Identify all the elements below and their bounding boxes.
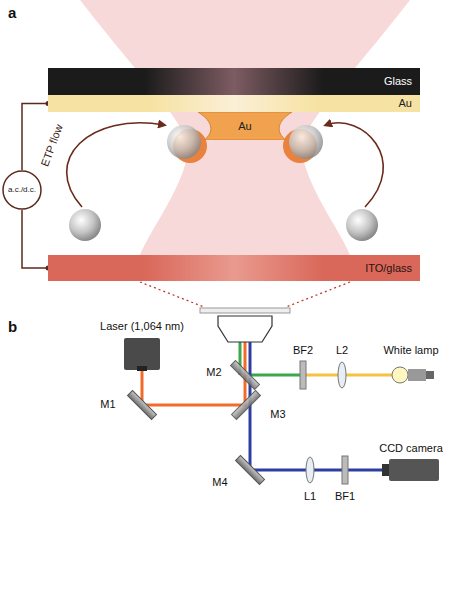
lens — [306, 457, 314, 483]
mirror — [236, 456, 265, 485]
part-label: M1 — [100, 398, 115, 411]
laser-cone — [80, 0, 410, 255]
orange-beam — [142, 404, 246, 407]
trapped-particle — [167, 125, 201, 159]
pad-shape — [198, 112, 292, 140]
node-text: a.c./d.c. — [8, 185, 36, 194]
yellow-beam — [306, 374, 392, 377]
dotted-guide — [140, 282, 204, 307]
part-label: M2 — [206, 366, 221, 379]
lamp-end — [426, 371, 434, 379]
particle — [346, 209, 378, 241]
filter — [342, 456, 348, 484]
particle — [69, 209, 101, 241]
mirror — [128, 391, 157, 420]
camera-body — [389, 459, 439, 481]
panel-letter: a — [8, 4, 16, 21]
ito-layer: ITO/glass — [48, 255, 420, 281]
dotted-guide — [286, 282, 350, 307]
part-label: L2 — [336, 344, 348, 357]
lamp-bulb — [392, 367, 408, 383]
part-label: ETP flow — [39, 122, 66, 167]
node-text: ITO/glass — [365, 262, 412, 275]
lens — [338, 362, 346, 388]
source-circle: a.c./d.c. — [2, 170, 42, 210]
objective — [218, 316, 272, 342]
node-text: Au — [399, 97, 412, 110]
wire — [22, 210, 48, 268]
green-beam — [244, 374, 300, 377]
blue-beam — [250, 469, 383, 472]
gold-pad: Au — [198, 112, 292, 140]
gold-layer: Au — [48, 95, 420, 112]
laser-body — [124, 338, 160, 370]
sample-slide — [200, 308, 290, 313]
part-label: BF2 — [293, 344, 313, 357]
glass-layer: Glass — [48, 68, 420, 95]
node-text: Au — [238, 120, 251, 133]
mirror — [232, 391, 261, 420]
node-text: Glass — [384, 75, 412, 88]
part-label: White lamp — [383, 344, 438, 357]
part-label: BF1 — [335, 490, 355, 503]
camera-lens — [382, 464, 389, 476]
mirror — [231, 361, 260, 390]
laser-aperture — [137, 366, 147, 371]
flow-arrow — [326, 123, 383, 207]
panel-letter: b — [8, 318, 17, 335]
trapped-particle — [289, 125, 323, 159]
part-label: CCD camera — [379, 442, 443, 455]
part-label: M4 — [212, 476, 227, 489]
part-label: L1 — [304, 490, 316, 503]
flow-arrow — [67, 123, 164, 207]
part-label: M3 — [270, 408, 285, 421]
lamp-base — [408, 369, 426, 381]
circle-shape — [3, 171, 41, 209]
filter — [300, 361, 306, 389]
part-label: Laser (1,064 nm) — [100, 320, 184, 333]
